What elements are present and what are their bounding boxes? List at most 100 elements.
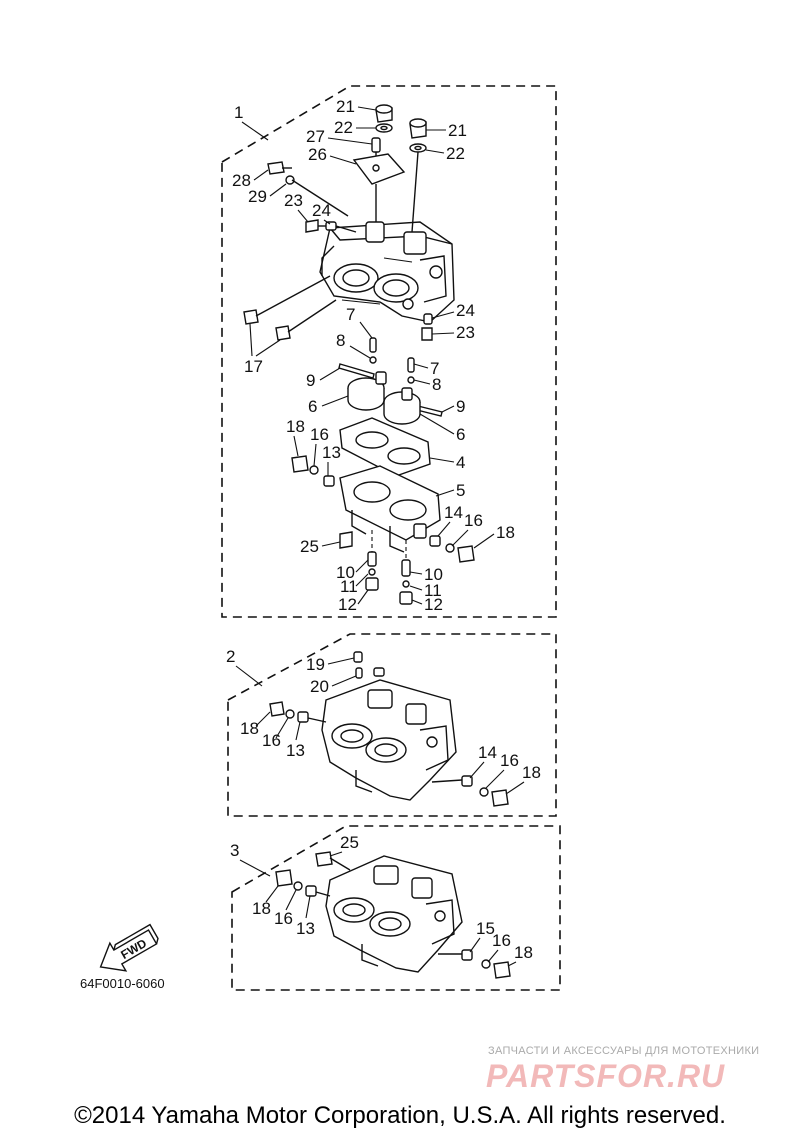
callout-16-left-a2: 16 — [262, 731, 281, 750]
screw-17-a — [243, 309, 259, 325]
callout-18-right-a2: 18 — [522, 763, 541, 782]
callout-18-left-a2: 18 — [240, 719, 259, 738]
leader-18-right-a3 — [507, 961, 517, 967]
diagram-code: 64F0010-6060 — [80, 976, 165, 991]
callout-24-upper: 24 — [312, 201, 331, 220]
axis-left-a3 — [315, 891, 331, 897]
callout-13-left-a3: 13 — [296, 919, 315, 938]
screw-25 — [339, 531, 353, 549]
screw-28 — [267, 161, 292, 175]
axis-left-a2 — [307, 717, 327, 723]
assembly-1-group: 1 — [221, 85, 557, 618]
leader-27 — [327, 137, 373, 145]
leader-17-a — [249, 323, 253, 357]
callout-29: 29 — [248, 187, 267, 206]
jet-10-right — [401, 559, 411, 577]
leader-14-a2 — [469, 761, 485, 779]
leader-8-right — [413, 379, 431, 385]
callout-13-left-a2: 13 — [286, 741, 305, 760]
jet-14-right-a2 — [461, 775, 473, 787]
callouts-assembly-3: 25 18 16 13 15 16 18 — [252, 833, 533, 967]
spring-20 — [355, 667, 363, 679]
callout-12-left: 12 — [338, 595, 357, 614]
leader-29 — [269, 183, 287, 197]
assembly-3-label: 3 — [230, 841, 239, 860]
watermark-logo: PARTSFOR.RU — [486, 1058, 726, 1094]
callout-12-right: 12 — [424, 595, 443, 614]
drain-screw-18-right-a3 — [493, 961, 511, 979]
gasket-16-right-a2 — [479, 787, 489, 797]
gasket-4 — [339, 417, 431, 477]
jet-13-left-a3 — [305, 885, 317, 897]
float-6-left — [347, 371, 387, 411]
leader-25-a3 — [329, 851, 343, 857]
leader-8-left — [349, 345, 371, 359]
callout-22-left: 22 — [334, 118, 353, 137]
leader-18-left-a3 — [265, 885, 279, 903]
callout-23-upper: 23 — [284, 191, 303, 210]
spring-24-lower — [423, 313, 433, 325]
screw-17-b — [275, 325, 291, 341]
callout-9-right: 9 — [456, 397, 465, 416]
leader-21-left — [357, 106, 377, 111]
callout-28: 28 — [232, 171, 251, 190]
screw-17-b-axis — [287, 299, 337, 333]
leader-6-left — [321, 395, 349, 407]
assembly-1-leader — [241, 121, 269, 141]
leader-16-left-a2 — [275, 717, 289, 739]
callout-27: 27 — [306, 127, 325, 146]
carburetor-assembly-2 — [321, 667, 457, 801]
callout-16-left: 16 — [310, 425, 329, 444]
screw-25-a3 — [315, 851, 351, 871]
leader-18-left-a2 — [255, 711, 271, 727]
callout-14-a2: 14 — [478, 743, 497, 762]
callout-20: 20 — [310, 677, 329, 696]
callout-11-left: 11 — [340, 577, 358, 596]
leader-14 — [437, 521, 451, 537]
leader-16-left-a3 — [285, 889, 297, 911]
callout-22-right: 22 — [446, 144, 465, 163]
leader-25 — [321, 541, 341, 547]
leader-9-left — [319, 367, 341, 381]
plug-12-left — [365, 577, 379, 591]
callout-16-right: 16 — [464, 511, 483, 530]
assembly-2-leader — [235, 665, 263, 687]
callout-10-left: 10 — [336, 563, 355, 582]
washer-11-right — [402, 580, 410, 588]
leader-26 — [329, 155, 357, 165]
jet-13-left-a2 — [297, 711, 309, 723]
drain-screw-18-right-a2 — [491, 789, 509, 807]
cap-screw-21-left — [375, 104, 393, 133]
leader-12-left — [357, 589, 369, 605]
gasket-16-left-a2 — [285, 709, 295, 719]
axis-right-a2 — [431, 779, 463, 783]
callout-4: 4 — [456, 453, 465, 472]
callout-18-right: 18 — [496, 523, 515, 542]
callout-21-right: 21 — [448, 121, 467, 140]
watermark-subtitle: ЗАПЧАСТИ И АКСЕССУАРЫ ДЛЯ МОТОТЕХНИКИ — [488, 1045, 760, 1057]
leader-17-b — [255, 339, 281, 357]
callout-18-right-a3: 18 — [514, 943, 533, 962]
jet-14-right — [429, 535, 441, 547]
assembly-1-boundary — [221, 85, 557, 618]
float-6-right — [383, 387, 421, 425]
leader-15-a3 — [469, 937, 481, 953]
leader-11-left — [355, 573, 369, 587]
leader-11-right — [409, 585, 423, 591]
leader-5 — [435, 489, 455, 497]
callout-21-left: 21 — [336, 97, 355, 116]
leader-4 — [429, 457, 455, 463]
gasket-16-left — [309, 465, 319, 475]
leader-10-left — [355, 559, 369, 573]
gasket-16-left-a3 — [293, 881, 303, 891]
leader-6-right — [419, 413, 455, 435]
jet-10-left — [367, 551, 377, 567]
jet-15-right-a3 — [461, 949, 473, 961]
assembly-1-label: 1 — [234, 103, 243, 122]
callout-7-right: 7 — [430, 359, 439, 378]
drain-screw-18-left-a2 — [269, 701, 285, 717]
callout-16-right-a2: 16 — [500, 751, 519, 770]
callout-13-left: 13 — [322, 443, 341, 462]
drain-screw-18-right — [457, 545, 475, 563]
